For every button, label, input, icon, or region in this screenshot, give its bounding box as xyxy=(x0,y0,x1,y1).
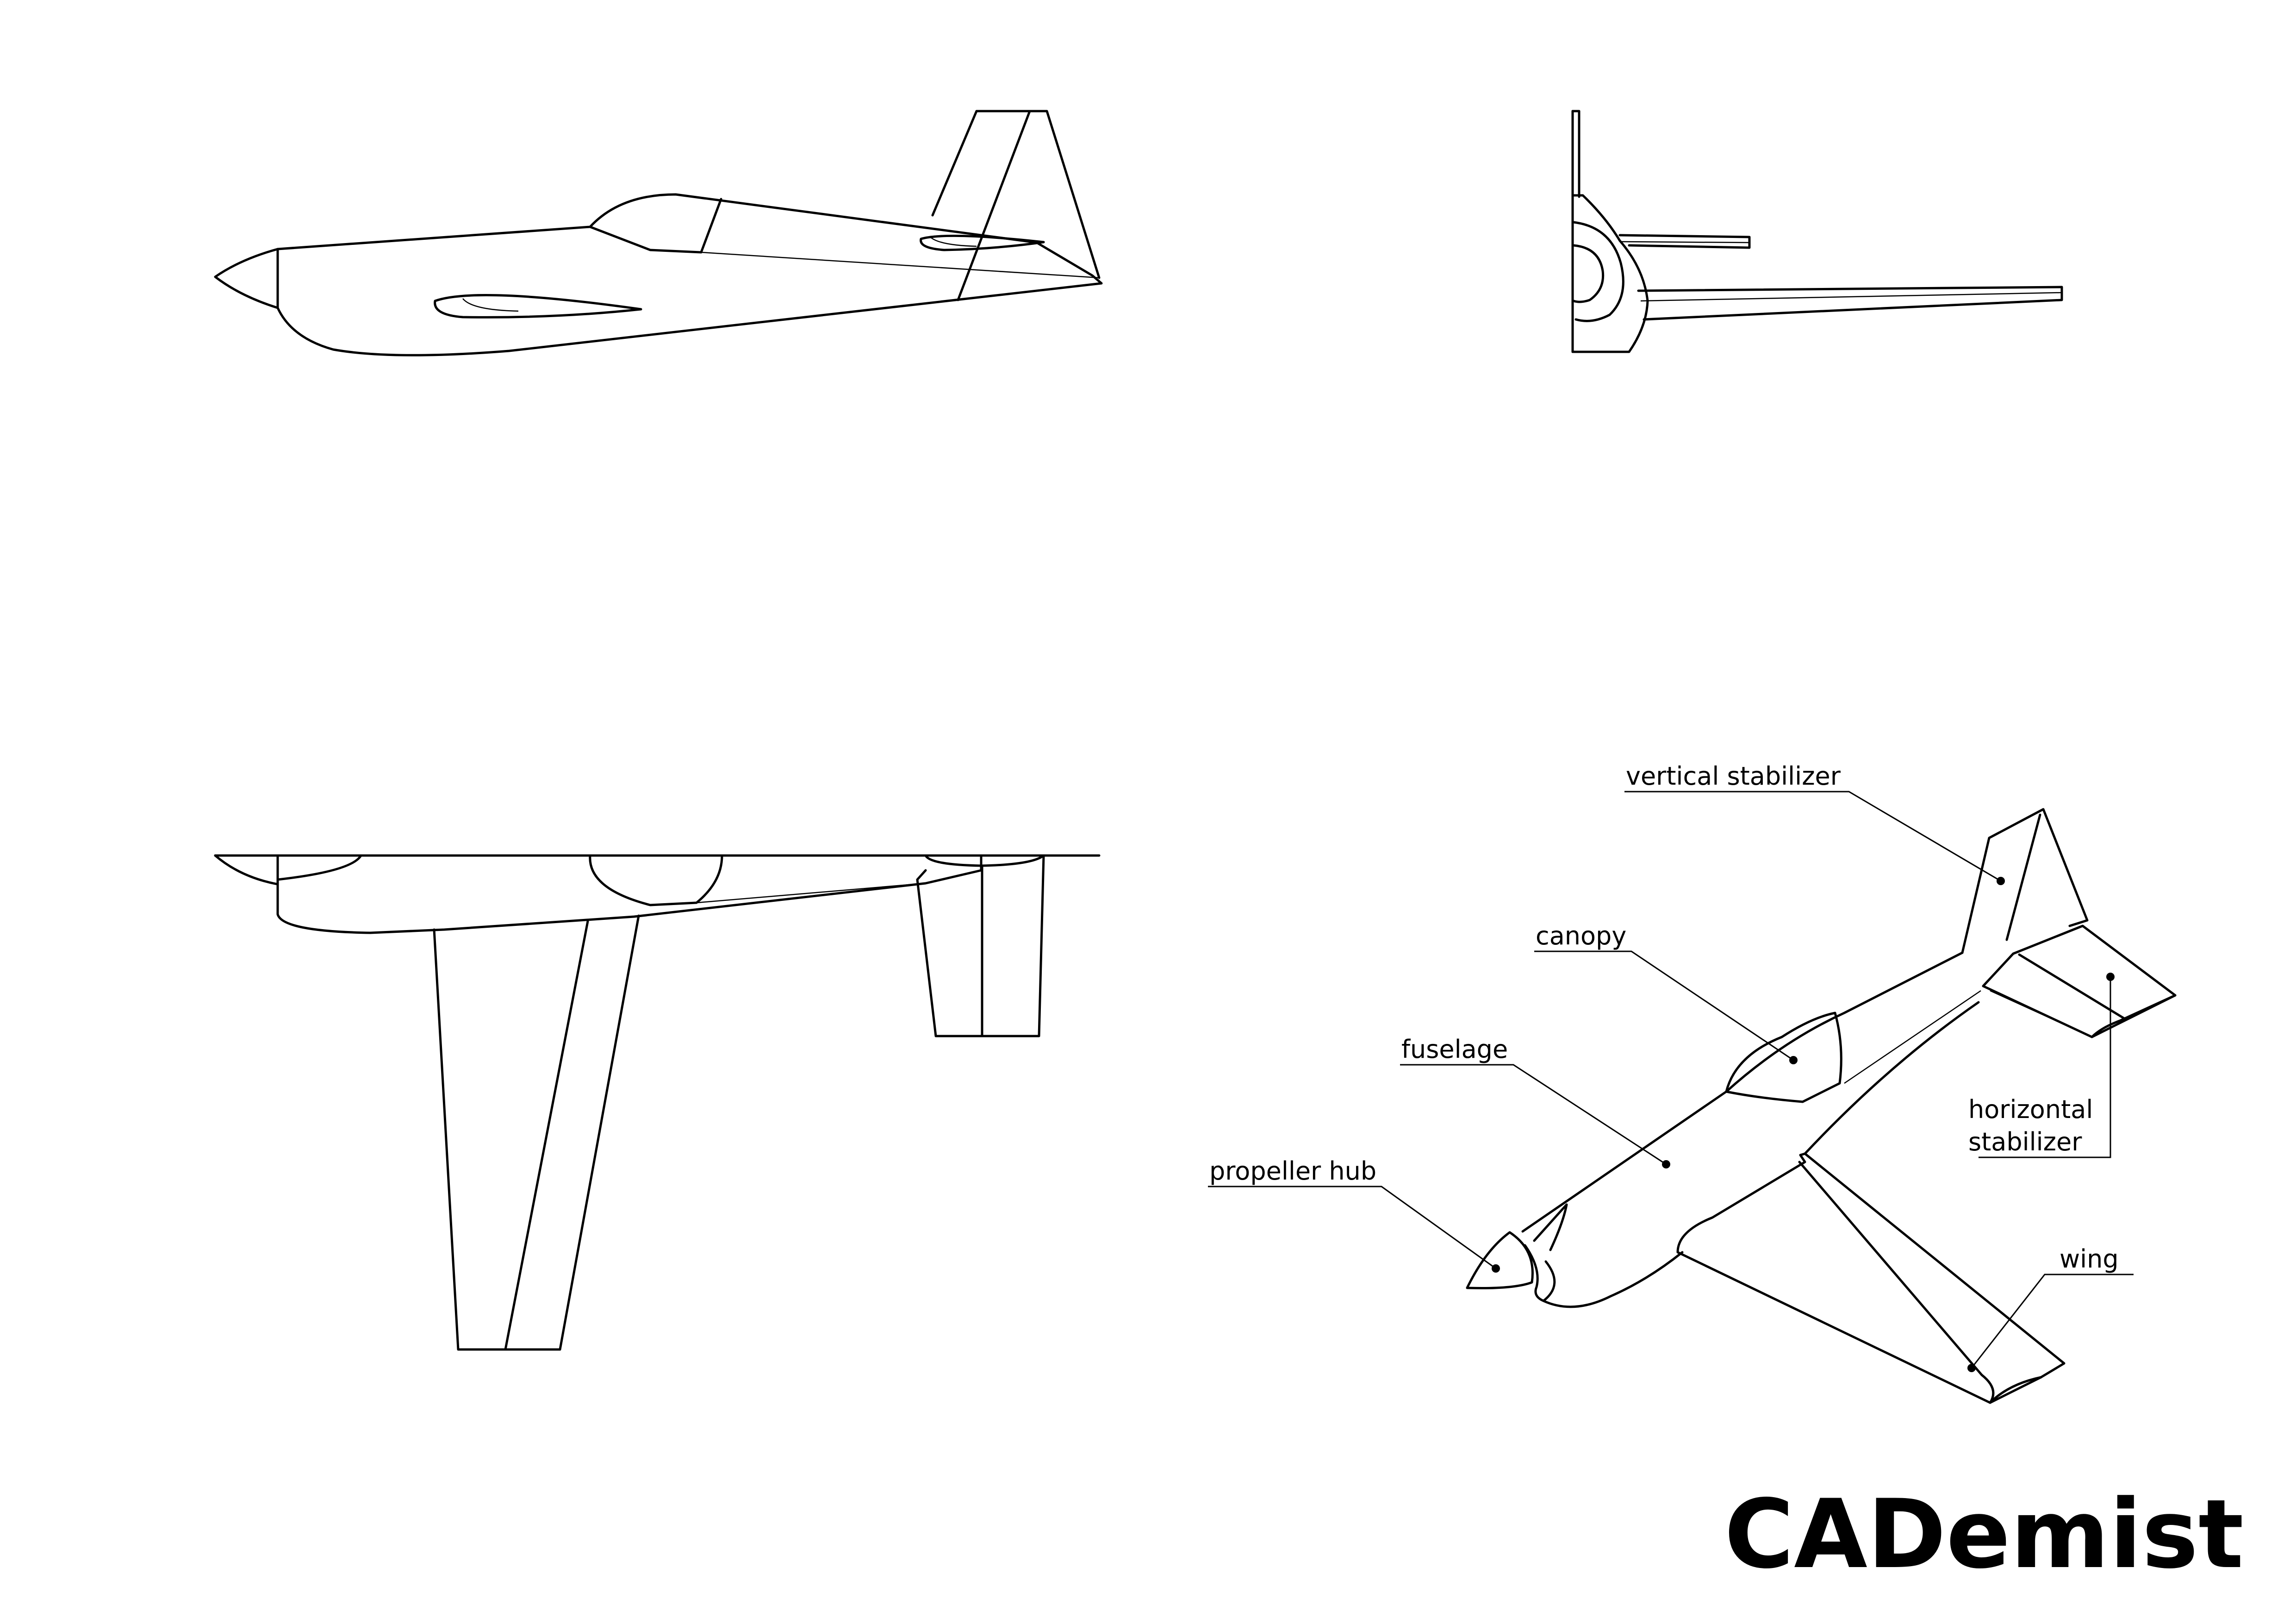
iso-fuselage-top xyxy=(1521,951,1964,1233)
top-view xyxy=(214,854,1101,1351)
dot-canopy xyxy=(1789,1056,1798,1064)
isometric-view: vertical stabilizer canopy fuselage hori… xyxy=(1208,762,2177,1404)
iso-hstab-tip xyxy=(2091,994,2177,1038)
leader-fuselage xyxy=(1400,1064,1667,1165)
iso-horizontal-stabilizer xyxy=(1982,924,2177,1038)
front-fuselage xyxy=(1571,194,1649,353)
top-cowl-line xyxy=(276,854,362,881)
side-stabilizer-airfoil xyxy=(920,234,1045,251)
leader-vertical-stabilizer xyxy=(1624,791,2001,882)
front-canopy-inner xyxy=(1572,244,1605,303)
iso-canopy xyxy=(1725,1012,1842,1103)
iso-spinner xyxy=(1466,1231,1534,1289)
dot-wing xyxy=(1967,1364,1976,1372)
label-horizontal-stabilizer-line1: horizontal xyxy=(1968,1095,2093,1124)
label-vertical-stabilizer: vertical stabilizer xyxy=(1626,762,1841,791)
iso-fuselage-lower xyxy=(1804,1001,1980,1155)
top-canopy xyxy=(589,854,723,906)
front-fin xyxy=(1571,110,1580,198)
side-canopy-frame xyxy=(589,198,722,254)
leader-horizontal-stabilizer xyxy=(1979,977,2111,1158)
label-fuselage: fuselage xyxy=(1401,1035,1508,1064)
iso-fuselage-belly xyxy=(1542,1251,1684,1308)
label-wing: wing xyxy=(2060,1244,2119,1274)
top-wing xyxy=(433,914,640,1351)
side-wing-root-inner xyxy=(462,298,519,312)
label-canopy: canopy xyxy=(1536,921,1626,950)
dot-vertical-stabilizer xyxy=(1997,877,2005,885)
iso-wing-aileron xyxy=(1798,1161,1983,1376)
iso-wingtip xyxy=(1980,1374,2042,1404)
top-aileron-line xyxy=(504,920,589,1351)
top-stab-root-cap xyxy=(924,854,1045,867)
front-canopy-outline xyxy=(1572,221,1624,322)
dot-propeller-hub xyxy=(1492,1264,1500,1273)
front-hstab-inner xyxy=(1619,241,1750,244)
iso-vertical-stabilizer xyxy=(1961,808,2089,954)
leader-canopy xyxy=(1534,950,1794,1061)
iso-prop-blade-lower xyxy=(1524,1244,1556,1302)
top-fuselage xyxy=(276,854,983,934)
iso-elevator-hinge xyxy=(2018,953,2126,1020)
side-vertical-stabilizer xyxy=(931,110,1101,279)
top-spinner xyxy=(214,854,279,886)
top-dorsal-line xyxy=(696,882,926,904)
label-propeller-hub: propeller hub xyxy=(1209,1156,1376,1186)
iso-hstab-underside xyxy=(1990,990,2092,1038)
iso-rudder-hinge xyxy=(2005,813,2041,941)
front-wing-inner xyxy=(1640,292,2062,302)
leader-wing xyxy=(1971,1274,2134,1368)
label-horizontal-stabilizer-line2: stabilizer xyxy=(1968,1127,2082,1156)
dot-fuselage xyxy=(1662,1160,1670,1168)
iso-fuselage-dorsal xyxy=(1844,990,1981,1084)
front-view xyxy=(1571,110,2063,353)
side-wing-airfoil xyxy=(434,294,642,319)
side-fuselage xyxy=(276,193,1103,356)
brand-logo: CADemist xyxy=(1724,1480,2244,1590)
side-stabilizer-inner xyxy=(930,237,977,247)
front-wing xyxy=(1637,286,2063,321)
side-spinner xyxy=(214,248,279,309)
dot-horizontal-stabilizer xyxy=(2106,973,2115,981)
top-hstab xyxy=(916,854,1045,1037)
leader-propeller-hub xyxy=(1208,1186,1496,1269)
side-rudder-hinge xyxy=(957,110,1031,301)
iso-wing xyxy=(1676,1152,2066,1404)
side-view xyxy=(214,110,1103,356)
iso-prop-blade-upper xyxy=(1533,1203,1568,1251)
side-dorsal-line xyxy=(701,251,1100,279)
